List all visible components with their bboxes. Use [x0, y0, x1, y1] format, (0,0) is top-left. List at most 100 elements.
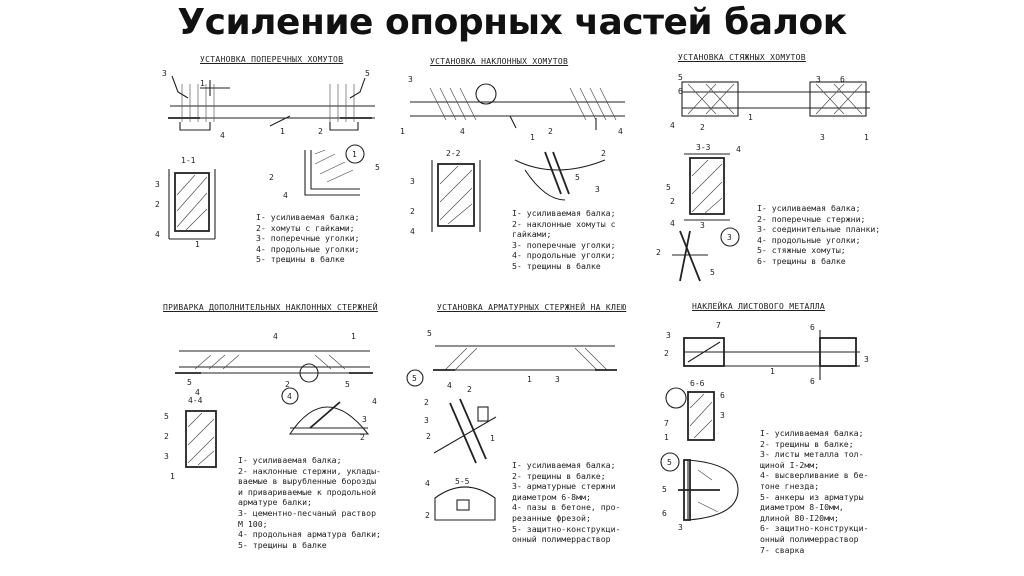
- svg-text:2: 2: [664, 349, 669, 358]
- svg-text:1: 1: [490, 434, 495, 443]
- legend-item: тоне гнезда;: [760, 480, 820, 491]
- svg-text:3: 3: [700, 221, 705, 230]
- panel6-section-label: 6-6: [690, 379, 705, 388]
- svg-text:4: 4: [220, 131, 225, 140]
- svg-text:5: 5: [365, 69, 370, 78]
- svg-text:3: 3: [555, 375, 560, 384]
- legend-item: диаметром 8-I0мм,: [760, 502, 844, 513]
- legend-item: ваемые в вырубленные борозды: [238, 476, 377, 487]
- svg-text:2: 2: [285, 380, 290, 389]
- svg-text:2: 2: [164, 432, 169, 441]
- svg-text:4: 4: [425, 479, 430, 488]
- svg-text:4: 4: [195, 388, 200, 397]
- legend-item: М 100;: [238, 518, 268, 529]
- panel1-detail-label: 1: [352, 150, 357, 159]
- panel3-legend: I- усиливаемая балка; 2- поперечные стер…: [757, 203, 880, 267]
- panel5-legend: I- усиливаемая балка; 2- трещины в балке…: [512, 460, 620, 545]
- legend-item: онный полимерраствор: [760, 533, 859, 544]
- svg-text:4: 4: [273, 332, 278, 341]
- svg-text:4: 4: [283, 191, 288, 200]
- svg-text:5: 5: [575, 173, 580, 182]
- svg-text:3: 3: [424, 416, 429, 425]
- svg-text:3: 3: [666, 331, 671, 340]
- panel4-detail-drawing: 4 432: [281, 387, 377, 442]
- svg-text:7: 7: [716, 321, 721, 330]
- svg-text:2: 2: [700, 123, 705, 132]
- panel3-title: УСТАНОВКА СТЯЖНЫХ ХОМУТОВ: [678, 53, 806, 62]
- svg-text:2: 2: [360, 433, 365, 442]
- svg-text:6: 6: [720, 391, 725, 400]
- panel2-detail-drawing: 2 5 3: [514, 149, 606, 201]
- panel3-detail-label: 3: [727, 233, 732, 242]
- legend-item: 2- поперечные стержни;: [757, 213, 866, 224]
- svg-text:2: 2: [426, 432, 431, 441]
- svg-text:2: 2: [548, 127, 553, 136]
- legend-item: 2- трещины в балке;: [512, 470, 606, 481]
- legend-item: гайками;: [512, 229, 552, 240]
- panel4-legend: I- усиливаемая балка; 2- наклонные стерж…: [238, 455, 381, 550]
- svg-text:2: 2: [425, 511, 430, 520]
- panel3-detail-drawing: 3 25: [656, 227, 740, 282]
- panel6-legend: I- усиливаемая балка; 2- трещины в балке…: [760, 428, 868, 555]
- svg-text:3: 3: [864, 355, 869, 364]
- svg-text:4: 4: [618, 127, 623, 136]
- svg-text:4: 4: [670, 121, 675, 130]
- svg-text:3: 3: [720, 411, 725, 420]
- panel2-section-label: 2-2: [446, 149, 461, 158]
- legend-item: онный полимерраствор: [512, 534, 611, 545]
- svg-text:3: 3: [362, 415, 367, 424]
- svg-text:2: 2: [601, 149, 606, 158]
- legend-item: 7- сварка: [760, 544, 805, 555]
- panel6-title: НАКЛЕЙКА ЛИСТОВОГО МЕТАЛЛА: [692, 302, 826, 311]
- svg-text:3: 3: [410, 177, 415, 186]
- legend-item: 6- трещины в балке: [757, 255, 846, 266]
- legend-item: 4- пазы в бетоне, про-: [512, 502, 621, 513]
- panel4-section-label: 4-4: [188, 396, 203, 405]
- legend-item: I- усиливаемая балка;: [757, 203, 861, 213]
- svg-text:3: 3: [595, 185, 600, 194]
- legend-item: 3- соединительные планки;: [757, 224, 881, 235]
- legend-item: 4- продольная арматура балки;: [238, 529, 381, 540]
- svg-text:5: 5: [678, 73, 683, 82]
- svg-text:4: 4: [736, 145, 741, 154]
- legend-item: 2- хомуты с гайками;: [256, 222, 355, 233]
- legend-item: 4- продольные уголки;: [256, 243, 360, 254]
- svg-text:3: 3: [164, 452, 169, 461]
- svg-text:3: 3: [408, 75, 413, 84]
- svg-text:2: 2: [269, 173, 274, 182]
- svg-text:2: 2: [467, 385, 472, 394]
- svg-text:1: 1: [770, 367, 775, 376]
- legend-item: 3- листы металла тол-: [760, 449, 864, 460]
- svg-text:3: 3: [820, 133, 825, 142]
- svg-text:1: 1: [748, 113, 753, 122]
- panel2-legend: I- усиливаемая балка; 2- наклонные хомут…: [512, 208, 616, 272]
- panel4-detail-label: 4: [287, 392, 292, 401]
- panel5-section-label: 5-5: [455, 477, 470, 486]
- panel2-section-2-2-drawing: 2-2 324: [410, 149, 481, 236]
- svg-text:3: 3: [155, 180, 160, 189]
- legend-item: 5- трещины в балке: [238, 539, 327, 550]
- svg-text:5: 5: [667, 458, 672, 467]
- legend-item: I- усиливаемая балка;: [256, 212, 360, 222]
- svg-text:1: 1: [664, 433, 669, 442]
- svg-text:6: 6: [662, 509, 667, 518]
- legend-item: 3- поперечные уголки;: [512, 239, 616, 250]
- panel6-elevation-drawing: 372 631 6: [664, 321, 869, 386]
- svg-text:1: 1: [527, 375, 532, 384]
- panel4-title: ПРИВАРКА ДОПОЛНИТЕЛЬНЫХ НАКЛОННЫХ СТЕРЖН…: [163, 303, 378, 312]
- panel1-legend: I- усиливаемая балка; 2- хомуты с гайкам…: [256, 212, 360, 265]
- svg-text:4: 4: [372, 397, 377, 406]
- svg-text:1: 1: [170, 472, 175, 481]
- svg-text:2: 2: [656, 248, 661, 257]
- panel1-detail-drawing: 1 245: [269, 144, 380, 200]
- legend-item: 2- наклонные хомуты с: [512, 218, 616, 229]
- svg-text:7: 7: [664, 419, 669, 428]
- legend-item: 5- стяжные хомуты;: [757, 245, 846, 256]
- svg-text:4: 4: [670, 219, 675, 228]
- svg-text:2: 2: [318, 127, 323, 136]
